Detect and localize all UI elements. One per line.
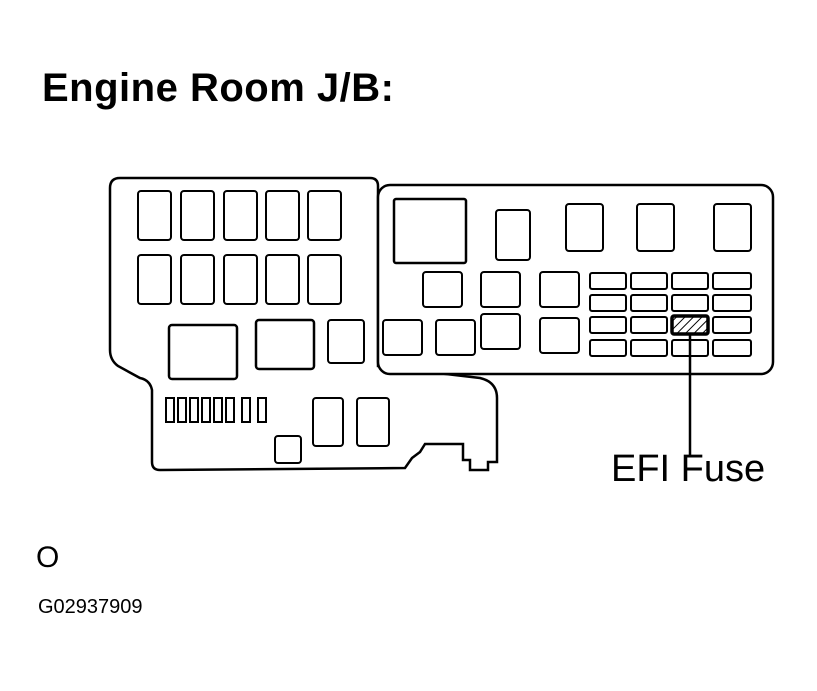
left-relay-row-1 (137, 190, 342, 241)
left-large-components (167, 318, 365, 381)
efi-fuse-highlight (670, 314, 710, 336)
mini-fuse-strip (165, 397, 267, 423)
fuse-grid (589, 272, 752, 357)
left-lower-components (274, 397, 390, 464)
right-middle-components (422, 271, 580, 308)
right-top-components (392, 197, 752, 265)
figure-code: G02937909 (38, 596, 143, 618)
left-relay-row-2 (137, 254, 342, 305)
right-lower-components (382, 313, 580, 356)
corner-mark: O (36, 541, 60, 574)
diagram-title: Engine Room J/B: (42, 66, 395, 110)
efi-fuse-label: EFI Fuse (611, 448, 766, 490)
